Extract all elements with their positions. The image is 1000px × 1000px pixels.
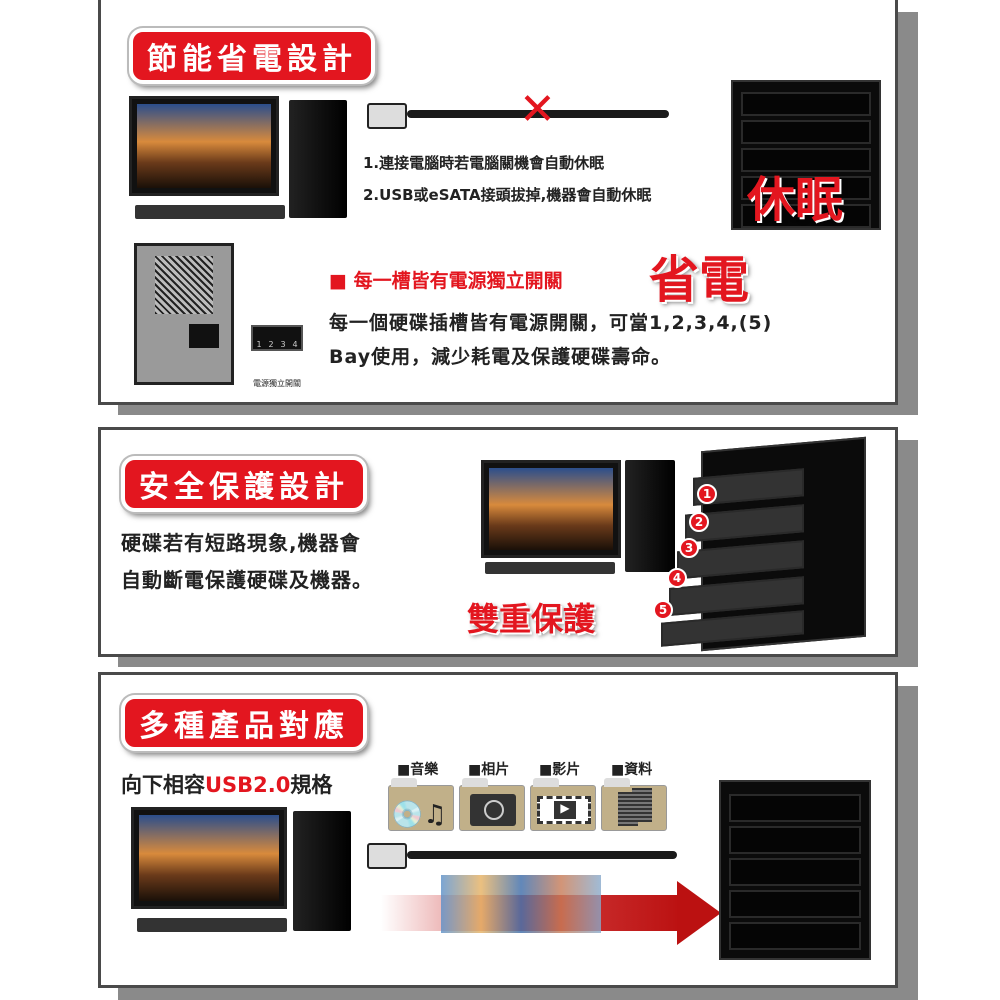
computer-tower — [625, 460, 675, 572]
usb-plug — [367, 103, 407, 129]
double-protection-label: 雙重保護 — [467, 600, 596, 638]
bullet-icon: ■ — [329, 270, 354, 292]
keyboard — [135, 205, 285, 219]
computer-monitor — [481, 460, 621, 558]
hdd-enclosure-open — [661, 436, 866, 652]
description-line-2: Bay使用，減少耗電及保護硬碟壽命。 — [329, 346, 672, 368]
video-folder-icon: ▶ — [530, 778, 596, 831]
enclosure-rear — [134, 243, 234, 385]
compat-prefix: 向下相容 — [121, 773, 205, 797]
disconnected-x-icon: ✕ — [519, 84, 556, 135]
document-folder-icon — [601, 778, 667, 831]
description-line-1: 每一個硬碟插槽皆有電源開關，可當1,2,3,4,(5) — [329, 312, 773, 334]
switch-2: 2 — [268, 340, 274, 349]
usb-plug — [367, 843, 407, 869]
keyboard — [137, 918, 287, 932]
computer-tower — [293, 811, 351, 931]
fan-grille — [155, 256, 213, 314]
switch-4: 4 — [292, 340, 298, 349]
save-power-label: 省電 — [649, 251, 749, 309]
computer-monitor — [129, 96, 279, 196]
computer-tower — [289, 100, 347, 218]
compatibility-panel: 多種產品對應 向下相容USB2.0規格 ■音樂 ■相片 ■影片 ■資料 💿♫ ▶ — [98, 672, 898, 988]
arrow-head-icon — [677, 881, 721, 945]
category-video-label: ■影片 — [539, 762, 581, 778]
sleep-condition-1: 1.連接電腦時若電腦關機會自動休眠 — [363, 154, 605, 172]
bay-2-badge: 2 — [689, 512, 709, 532]
media-thumbnails — [441, 875, 601, 933]
section-title: 節能省電設計 — [129, 28, 375, 84]
music-folder-icon: 💿♫ — [388, 778, 454, 831]
switch-1: 1 — [256, 340, 262, 349]
section-title: 安全保護設計 — [121, 456, 367, 512]
compat-usb: USB2.0 — [205, 773, 291, 797]
energy-saving-panel: 節能省電設計 ✕ 1.連接電腦時若電腦關機會自動休眠 2.USB或eSATA接頭… — [98, 0, 898, 405]
computer-monitor — [131, 807, 287, 909]
photo-folder-icon — [459, 778, 525, 831]
category-data-label: ■資料 — [611, 762, 653, 778]
bullet-heading: ■ 每一槽皆有電源獨立開關 — [329, 266, 563, 293]
bullet-text: 每一槽皆有電源獨立開關 — [353, 270, 563, 292]
sleep-label: 休眠 — [747, 172, 844, 228]
switch-caption: 電源獨立開關 — [253, 379, 301, 388]
description-line-2: 自動斷電保護硬碟及機器。 — [121, 568, 373, 592]
switch-3: 3 — [280, 340, 286, 349]
bay-5-badge: 5 — [653, 600, 673, 620]
sleep-condition-2: 2.USB或eSATA接頭拔掉,機器會自動休眠 — [363, 186, 652, 204]
section-title: 多種產品對應 — [121, 695, 367, 751]
bay-3-badge: 3 — [679, 538, 699, 558]
safety-panel: 安全保護設計 硬碟若有短路現象,機器會 自動斷電保護硬碟及機器。 1 2 3 4… — [98, 427, 898, 657]
usb-cable — [407, 851, 677, 859]
compat-suffix: 規格 — [290, 773, 333, 797]
description-line-1: 硬碟若有短路現象,機器會 — [121, 531, 361, 555]
bay-1-badge: 1 — [697, 484, 717, 504]
bay-4-badge: 4 — [667, 568, 687, 588]
usb-cable — [407, 110, 669, 118]
hdd-enclosure — [719, 780, 871, 960]
keyboard — [485, 562, 615, 574]
hdd-enclosure — [731, 80, 881, 230]
compat-text: 向下相容USB2.0規格 — [121, 769, 332, 799]
power-socket — [189, 324, 219, 348]
category-photo-label: ■相片 — [468, 762, 510, 778]
category-music-label: ■音樂 — [397, 762, 439, 778]
